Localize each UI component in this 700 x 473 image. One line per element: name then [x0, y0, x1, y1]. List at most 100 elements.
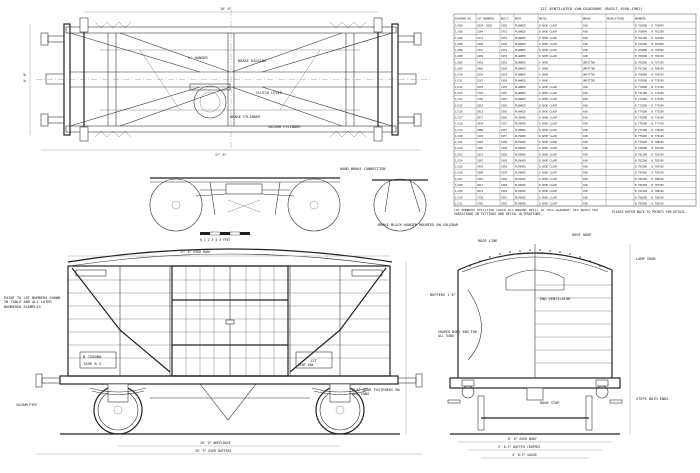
table-cell: 1962 [501, 201, 508, 205]
table-cell: 1/208 [455, 24, 463, 28]
table-cell: 1/223 [455, 152, 463, 156]
table-cell: 2409 [477, 54, 484, 58]
table-cell: 2034, 2035 [477, 24, 493, 28]
table-cell: PLANKED [515, 85, 526, 89]
table-cell: 1951 [501, 30, 508, 34]
label-roof: ROOF LINE [478, 239, 497, 243]
side-elevation-notes: PAINT TO LOT NUMBERS SHOWN IN TABLE AND … [4, 296, 400, 407]
table-cell: 1/208 [455, 36, 463, 40]
table-cell: 1959 [501, 158, 508, 162]
table-cell: 1/215 [455, 103, 463, 107]
table-cell: 3387 [477, 158, 484, 162]
table-cell: B 766200 - B 767199 [635, 60, 664, 64]
label-brake-rigging: BRAKE RIGGING [238, 59, 266, 63]
table-cell: 1957 [501, 122, 508, 126]
table-cell: B 786200 - B 787199 [635, 183, 664, 187]
table-cell: AVB [583, 171, 588, 175]
table-cell: 1/214 [455, 97, 463, 101]
table-cell: 8 SHOE CLASP [539, 152, 558, 156]
table-cell: PLANKED [515, 73, 526, 77]
table-cell: AVB [583, 152, 588, 156]
table-cell: 2971 [477, 116, 484, 120]
table-cell: 1/208 [455, 54, 463, 58]
table-cell: 2852 [477, 103, 484, 107]
table-cell: 1956 [501, 103, 508, 107]
table-cell: 1954 [501, 73, 508, 77]
table-cell: B 787200 - B 788199 [635, 189, 664, 193]
table-cell: PLYWOOD [515, 146, 526, 150]
table-cell: AVB [583, 189, 588, 193]
label-vent: END VENTILATOR [540, 297, 571, 301]
table-cell: PLYWOOD [515, 183, 526, 187]
table-header-cell: NUMBERS [635, 17, 646, 21]
tare-weight: TARE 8-2 [83, 361, 101, 366]
table-cell: 8 SHOE CLASP [539, 48, 558, 52]
svg-text:17' 6": 17' 6" [215, 153, 227, 157]
table-cell: 1/230 [455, 195, 463, 199]
table-header-cell: NOTES [539, 17, 547, 21]
table-cell: AVB [583, 122, 588, 126]
table-cell: 8 SHOE CLASP [539, 30, 558, 34]
table-cell: 3561 [477, 177, 484, 181]
table-cell: 2410 [477, 60, 484, 64]
table-cell: B 765600 - B 766199 [635, 54, 664, 58]
table-cell: PLYWOOD [515, 201, 526, 205]
table-cell: 1/210 [455, 73, 463, 77]
table-cell: UNFITTED [583, 66, 596, 70]
table-cell: B 789200 - B 790199 [635, 201, 664, 205]
table-cell: B 767200 - B 768199 [635, 66, 664, 70]
table-header-cell: BODY [515, 17, 522, 21]
table-cell: PLYWOOD [515, 158, 526, 162]
table-cell: 2337 [477, 48, 484, 52]
table-cell: 2520 [477, 73, 484, 77]
table-cell: 1956 [501, 109, 508, 113]
label-hoop: ROOF HOOP [572, 233, 591, 237]
dim-buffer-centres: 5' 8.5" BUFFER CENTRES [498, 445, 540, 449]
table-cell: 2587 [477, 79, 484, 83]
table-cell: AVB [583, 128, 588, 132]
table-cell: 2249 [477, 42, 484, 46]
end-note: SHAPED BODY END FOR ALL VANS [438, 330, 477, 339]
table-header-cell: BUILT [501, 17, 509, 21]
table-cell: 8 SHOE CLASP [539, 42, 558, 46]
table-cell: B 777200 - B 778199 [635, 128, 664, 132]
table-cell: 1/225 [455, 165, 463, 169]
table-cell: B 780200 - B 781199 [635, 146, 664, 150]
table-cell: 1/208 [455, 30, 463, 34]
table-cell: 3089 [477, 128, 484, 132]
table-cell: 3672 [477, 189, 484, 193]
table-cell: B 776200 - B 777199 [635, 122, 664, 126]
diagram-table: 12T VENTILATED VAN DIAGRAMS (BUILT 1950-… [453, 6, 697, 207]
table-cell: PLANKED [515, 109, 526, 113]
table-cell: AVB [583, 97, 588, 101]
table-cell: 1/222 [455, 146, 463, 150]
table-cell: PLYWOOD [515, 189, 526, 193]
scale-bar: 0 1 2 3 4 5 FEET [200, 231, 250, 242]
table-footnote: LOT NUMBERS SPECIFIED COVER ALL WAGONS B… [454, 209, 598, 216]
label-hand-brake: HAND BRAKE CONNECTION [340, 167, 385, 171]
table-cell: 1961 [501, 189, 508, 193]
underframe-plan-view: 8' 0" 10' 0" 17' 6" [23, 7, 430, 157]
table-cell: AVB [583, 24, 588, 28]
table-cell: PLANKED [515, 24, 526, 28]
table-cell: 8 SHOE CLASP [539, 54, 558, 58]
table-cell: AVB [583, 140, 588, 144]
table-cell: AVB [583, 85, 588, 89]
table-cell: 8 SHOE CLASP [539, 122, 558, 126]
brake-gear-elevation: 0 1 2 3 4 5 FEET HAND BRAKE CONNECTION B… [149, 167, 459, 242]
table-cell: 8 SHOE CLASP [539, 128, 558, 132]
table-cell: AVB [583, 109, 588, 113]
table-cell: 1/209 [455, 66, 463, 70]
table-cell: 3203 [477, 140, 484, 144]
table-cell: 1/212 [455, 85, 463, 89]
table-cell: 3266 [477, 146, 484, 150]
table-cell: 8 SHOE CLASP [539, 36, 558, 40]
table-cell: 2462 [477, 66, 484, 70]
table-cell: PLYWOOD [515, 165, 526, 169]
table-cell: 3321 [477, 152, 484, 156]
dim-over-body: 17' 6" OVER BODY [180, 250, 211, 254]
table-cell: 1953 [501, 60, 508, 64]
table-cell: 2174 [477, 36, 484, 40]
table-cell: 3617 [477, 183, 484, 187]
